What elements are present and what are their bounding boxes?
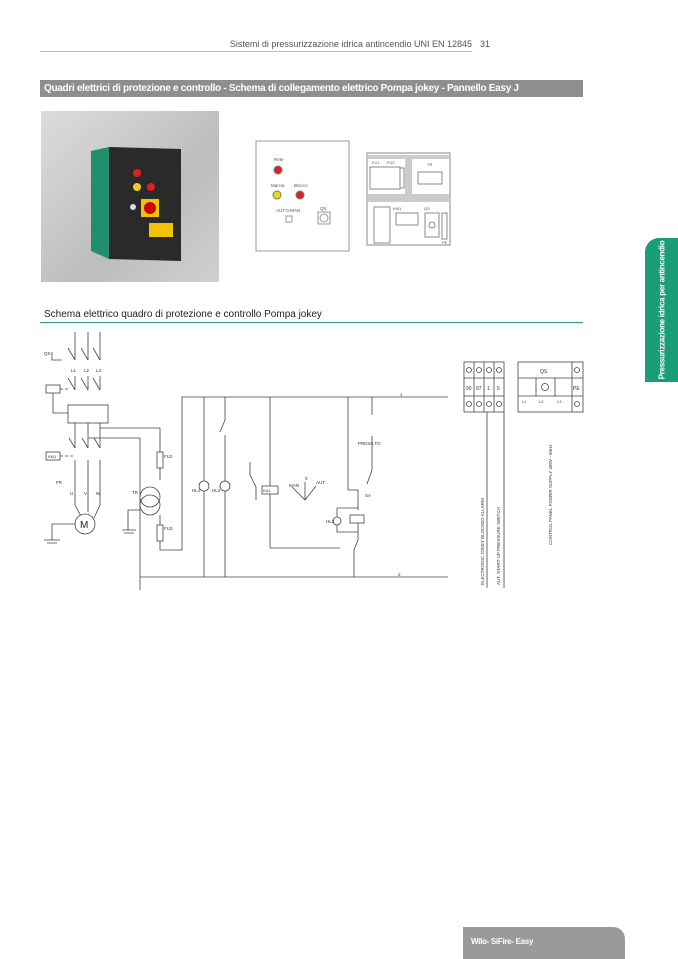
svg-text:AUT: AUT <box>316 480 325 485</box>
svg-text:L2: L2 <box>84 368 90 373</box>
header-title: Sistemi di pressurizzazione idrica antin… <box>229 39 472 49</box>
page-number: 31 <box>479 39 490 49</box>
svg-text:Marcia: Marcia <box>271 183 285 188</box>
svg-text:MAN: MAN <box>289 483 299 488</box>
internal-panel-drawing: FU1 FU2 TR KM1 QS PE <box>366 152 451 246</box>
svg-text:QS: QS <box>320 206 327 211</box>
svg-text:QS: QS <box>44 351 51 356</box>
svg-text:PE: PE <box>573 386 580 392</box>
svg-text:97: 97 <box>476 386 482 392</box>
side-tab: Pressurizzazione idrica per antincendio <box>645 238 678 382</box>
footer-badge: Wilo- SiFire- Easy <box>463 927 625 959</box>
electrical-schematic: M QS L1 L2 L3 FR KM1 U <box>44 332 584 590</box>
svg-text:AUT-0-MAN: AUT-0-MAN <box>276 208 300 213</box>
page-header: Sistemi di pressurizzazione idrica antin… <box>40 39 490 49</box>
svg-text:PE: PE <box>442 240 448 245</box>
svg-text:CONTROL PANEL POWER SUPPLY 400: CONTROL PANEL POWER SUPPLY 400V - 50Hz <box>548 444 553 545</box>
svg-text:QS: QS <box>424 206 430 211</box>
header-rule <box>40 51 472 52</box>
svg-text:5: 5 <box>497 386 500 392</box>
svg-text:1: 1 <box>487 386 490 392</box>
title-bar: Quadri elettrici di protezione e control… <box>40 80 583 97</box>
svg-text:U: U <box>70 491 73 496</box>
side-tab-label: Pressurizzazione idrica per antincendio <box>657 240 666 380</box>
svg-text:L3: L3 <box>96 368 102 373</box>
section-rule <box>40 322 583 323</box>
svg-text:QS: QS <box>540 369 548 375</box>
svg-text:KA1: KA1 <box>263 488 271 493</box>
svg-text:FU2: FU2 <box>164 454 173 459</box>
footer-label: Wilo- SiFire- Easy <box>471 937 534 946</box>
control-panel-illustration <box>91 147 181 261</box>
svg-text:1: 1 <box>400 392 403 397</box>
section-heading: Schema elettrico quadro di protezione e … <box>44 309 322 320</box>
svg-text:FU1: FU1 <box>372 160 380 165</box>
svg-text:L2: L2 <box>539 399 544 404</box>
product-photo <box>41 111 219 282</box>
svg-text:HL1: HL1 <box>192 488 201 493</box>
svg-text:0: 0 <box>305 476 308 481</box>
svg-text:KM1: KM1 <box>48 454 57 459</box>
svg-text:L1: L1 <box>522 399 527 404</box>
svg-text:FU3: FU3 <box>164 526 173 531</box>
svg-text:FU2: FU2 <box>387 160 395 165</box>
svg-text:Blocco: Blocco <box>294 183 308 188</box>
svg-text:HL3: HL3 <box>326 519 335 524</box>
svg-text:HL2: HL2 <box>212 488 221 493</box>
svg-text:90: 90 <box>466 386 472 392</box>
svg-text:AUT. START-UP PRESSURE SWITCH: AUT. START-UP PRESSURE SWITCH <box>496 507 501 585</box>
svg-text:2: 2 <box>398 572 401 577</box>
svg-text:PRESS.TO: PRESS.TO <box>358 441 381 446</box>
front-panel-drawing: Rete Marcia Blocco AUT-0-MAN QS <box>255 140 350 252</box>
svg-text:M: M <box>80 520 88 531</box>
svg-text:W: W <box>96 491 101 496</box>
svg-text:V: V <box>84 491 87 496</box>
svg-text:SA: SA <box>365 493 371 498</box>
svg-text:TR: TR <box>132 490 139 495</box>
svg-text:ELECTRONIC JOKEY BLOCKED ALLAR: ELECTRONIC JOKEY BLOCKED ALLARM <box>480 498 485 585</box>
svg-text:TR: TR <box>427 162 432 167</box>
svg-text:Rete: Rete <box>274 157 284 162</box>
svg-text:L3: L3 <box>557 399 562 404</box>
svg-text:L1: L1 <box>71 368 77 373</box>
svg-text:KM1: KM1 <box>393 206 402 211</box>
svg-text:FR: FR <box>56 480 63 485</box>
